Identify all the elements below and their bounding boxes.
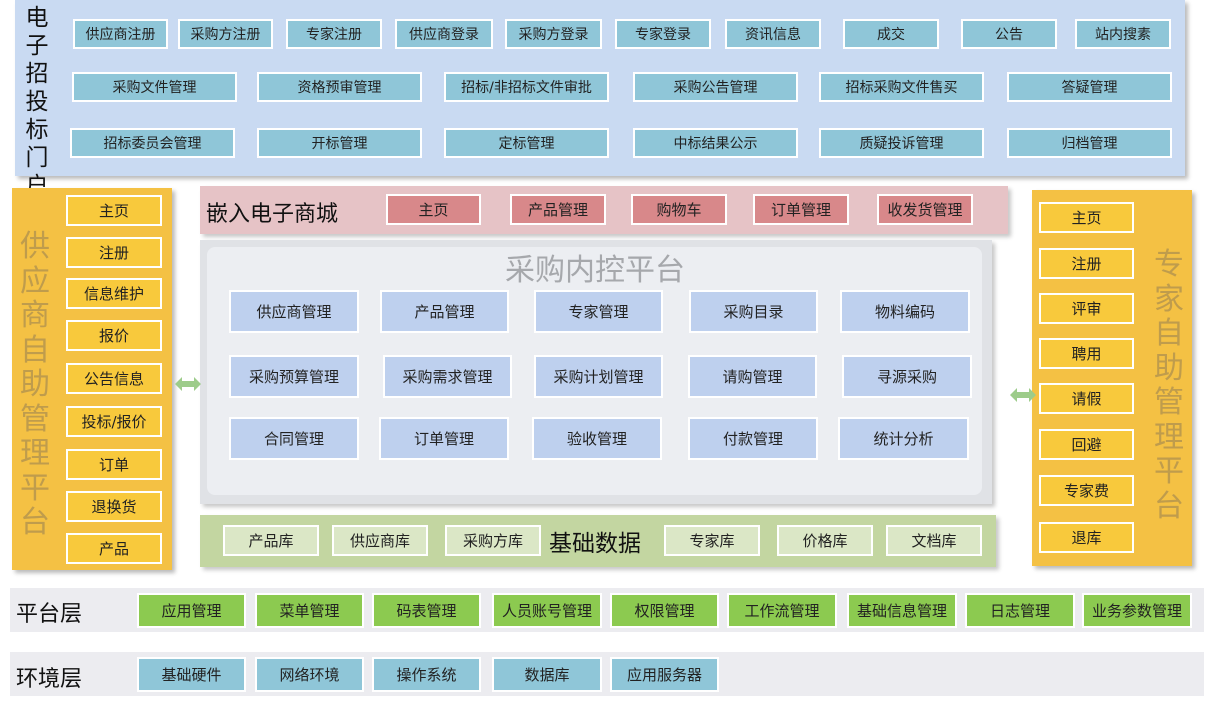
- env-item-database[interactable]: 数据库: [492, 657, 602, 692]
- platform-layer-title: 平台层: [16, 602, 83, 627]
- expert-item-register[interactable]: 注册: [1039, 248, 1134, 279]
- expert-item-review[interactable]: 评审: [1039, 293, 1134, 324]
- portal-btn-procurement-doc[interactable]: 采购文件管理: [72, 72, 237, 102]
- internal-title: 采购内控平台: [505, 253, 685, 288]
- portal-btn-result-publicity[interactable]: 中标结果公示: [633, 128, 798, 158]
- platform-item-permissions[interactable]: 权限管理: [610, 593, 719, 628]
- portal-btn-expert-register[interactable]: 专家注册: [286, 19, 382, 49]
- double-arrow-icon-right: [1010, 388, 1036, 402]
- platform-item-accounts[interactable]: 人员账号管理: [492, 593, 602, 628]
- internal-item-plan[interactable]: 采购计划管理: [534, 355, 663, 398]
- platform-item-base-info[interactable]: 基础信息管理: [847, 593, 957, 628]
- base-data-title: 基础数据: [549, 531, 641, 557]
- supplier-item-order[interactable]: 订单: [66, 449, 162, 480]
- env-item-os[interactable]: 操作系统: [372, 657, 481, 692]
- platform-item-workflow[interactable]: 工作流管理: [727, 593, 837, 628]
- env-item-hardware[interactable]: 基础硬件: [137, 657, 246, 692]
- expert-item-hire[interactable]: 聘用: [1039, 338, 1134, 369]
- platform-item-logs[interactable]: 日志管理: [965, 593, 1075, 628]
- expert-item-withdraw[interactable]: 退库: [1039, 522, 1134, 553]
- portal-btn-qa[interactable]: 答疑管理: [1007, 72, 1172, 102]
- base-item-supplier-lib[interactable]: 供应商库: [332, 525, 428, 556]
- portal-btn-news[interactable]: 资讯信息: [725, 19, 821, 49]
- internal-item-product[interactable]: 产品管理: [380, 290, 509, 333]
- double-arrow-icon-left: [175, 377, 201, 391]
- base-item-buyer-lib[interactable]: 采购方库: [445, 525, 541, 556]
- portal-btn-notice[interactable]: 公告: [961, 19, 1057, 49]
- supplier-item-return[interactable]: 退换货: [66, 491, 162, 522]
- supplier-item-product[interactable]: 产品: [66, 533, 162, 564]
- internal-item-supplier[interactable]: 供应商管理: [229, 290, 359, 333]
- supplier-item-bid[interactable]: 投标/报价: [66, 406, 162, 437]
- portal-btn-buyer-login[interactable]: 采购方登录: [505, 19, 602, 49]
- portal-btn-supplier-login[interactable]: 供应商登录: [395, 19, 493, 49]
- supplier-item-notice[interactable]: 公告信息: [66, 363, 162, 394]
- expert-item-leave[interactable]: 请假: [1039, 383, 1134, 414]
- env-item-network[interactable]: 网络环境: [255, 657, 364, 692]
- internal-item-order[interactable]: 订单管理: [379, 417, 509, 460]
- mall-title: 嵌入电子商城: [206, 202, 339, 227]
- portal-btn-supplier-register[interactable]: 供应商注册: [73, 19, 168, 49]
- platform-item-codes[interactable]: 码表管理: [372, 593, 481, 628]
- portal-btn-bid-opening[interactable]: 开标管理: [257, 128, 422, 158]
- internal-item-demand[interactable]: 采购需求管理: [383, 355, 512, 398]
- internal-item-budget[interactable]: 采购预算管理: [229, 355, 359, 398]
- internal-item-expert[interactable]: 专家管理: [534, 290, 663, 333]
- internal-item-sourcing[interactable]: 寻源采购: [842, 355, 972, 398]
- portal-btn-complaint[interactable]: 质疑投诉管理: [819, 128, 984, 158]
- internal-item-analytics[interactable]: 统计分析: [838, 417, 969, 460]
- portal-btn-expert-login[interactable]: 专家登录: [615, 19, 711, 49]
- base-item-price-lib[interactable]: 价格库: [777, 525, 873, 556]
- portal-btn-tender-approval[interactable]: 招标/非招标文件审批: [444, 72, 609, 102]
- supplier-item-quote[interactable]: 报价: [66, 320, 162, 351]
- supplier-item-register[interactable]: 注册: [66, 237, 162, 268]
- platform-item-apps[interactable]: 应用管理: [137, 593, 246, 628]
- base-item-expert-lib[interactable]: 专家库: [664, 525, 760, 556]
- supplier-item-home[interactable]: 主页: [66, 195, 162, 226]
- internal-item-material-code[interactable]: 物料编码: [840, 290, 970, 333]
- portal-title: 电子招投标门户: [25, 5, 49, 199]
- internal-item-acceptance[interactable]: 验收管理: [532, 417, 662, 460]
- portal-btn-tender-doc-sale[interactable]: 招标采购文件售买: [819, 72, 984, 102]
- portal-btn-prequalification[interactable]: 资格预审管理: [257, 72, 422, 102]
- internal-item-payment[interactable]: 付款管理: [688, 417, 818, 460]
- internal-item-requisition[interactable]: 请购管理: [688, 355, 817, 398]
- internal-item-catalog[interactable]: 采购目录: [689, 290, 818, 333]
- supplier-title: 供应商自助管理平台: [20, 229, 50, 540]
- portal-btn-archive[interactable]: 归档管理: [1007, 128, 1172, 158]
- env-item-app-server[interactable]: 应用服务器: [610, 657, 719, 692]
- mall-item-products[interactable]: 产品管理: [510, 194, 606, 225]
- portal-btn-deal[interactable]: 成交: [843, 19, 939, 49]
- internal-item-contract[interactable]: 合同管理: [229, 417, 359, 460]
- portal-btn-committee[interactable]: 招标委员会管理: [70, 128, 235, 158]
- base-item-doc-lib[interactable]: 文档库: [886, 525, 982, 556]
- portal-btn-award[interactable]: 定标管理: [444, 128, 609, 158]
- portal-btn-procurement-notice[interactable]: 采购公告管理: [633, 72, 798, 102]
- mall-item-cart[interactable]: 购物车: [631, 194, 727, 225]
- mall-item-orders[interactable]: 订单管理: [753, 194, 849, 225]
- mall-item-shipping[interactable]: 收发货管理: [877, 194, 973, 225]
- platform-item-menu[interactable]: 菜单管理: [255, 593, 364, 628]
- platform-item-params[interactable]: 业务参数管理: [1082, 593, 1192, 628]
- portal-btn-buyer-register[interactable]: 采购方注册: [178, 19, 273, 49]
- environment-layer-title: 环境层: [16, 667, 83, 692]
- expert-title: 专家自助管理平台: [1154, 247, 1184, 524]
- mall-item-home[interactable]: 主页: [386, 194, 481, 225]
- base-item-product-lib[interactable]: 产品库: [223, 525, 319, 556]
- expert-item-home[interactable]: 主页: [1039, 202, 1134, 233]
- expert-item-avoid[interactable]: 回避: [1039, 429, 1134, 460]
- portal-btn-site-search[interactable]: 站内搜素: [1075, 19, 1171, 49]
- supplier-item-info[interactable]: 信息维护: [66, 278, 162, 309]
- expert-item-fee[interactable]: 专家费: [1039, 475, 1134, 506]
